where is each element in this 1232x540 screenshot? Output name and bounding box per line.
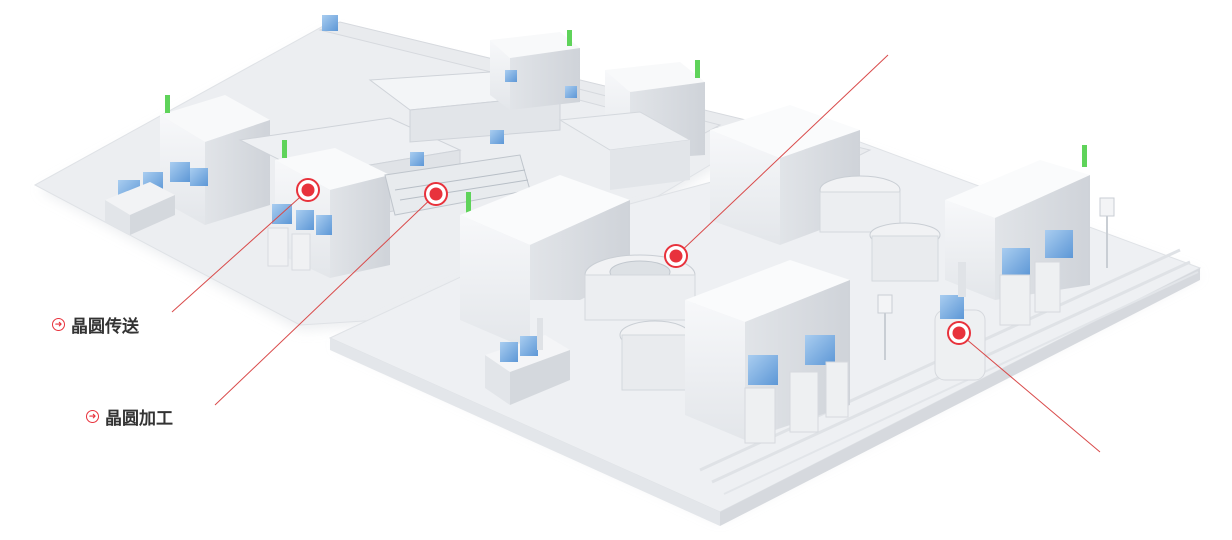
callout-label-wafer-transfer: 晶圆传送 xyxy=(71,317,139,337)
callout-lines xyxy=(171,54,1101,453)
callout-wafer-processing[interactable]: ➜ 晶圆加工 xyxy=(86,404,173,429)
arrow-circle-right-icon: ➜ xyxy=(86,410,99,423)
callout-wafer-transfer[interactable]: ➜ 晶圆传送 xyxy=(52,312,139,337)
hotspot-wafer-processing[interactable] xyxy=(424,182,448,206)
back-row-equipment xyxy=(105,30,705,235)
hotspot-right[interactable] xyxy=(947,321,971,345)
back-right-tools xyxy=(710,105,1115,381)
front-right-tool xyxy=(685,260,850,444)
callout-label-wafer-processing: 晶圆加工 xyxy=(105,409,173,429)
wafer-transfer-tool xyxy=(267,140,531,278)
hotspot-center[interactable] xyxy=(664,244,688,268)
wafer-processing-tool xyxy=(460,175,696,405)
arrow-circle-right-icon: ➜ xyxy=(52,318,65,331)
hotspot-wafer-transfer[interactable] xyxy=(296,178,320,202)
